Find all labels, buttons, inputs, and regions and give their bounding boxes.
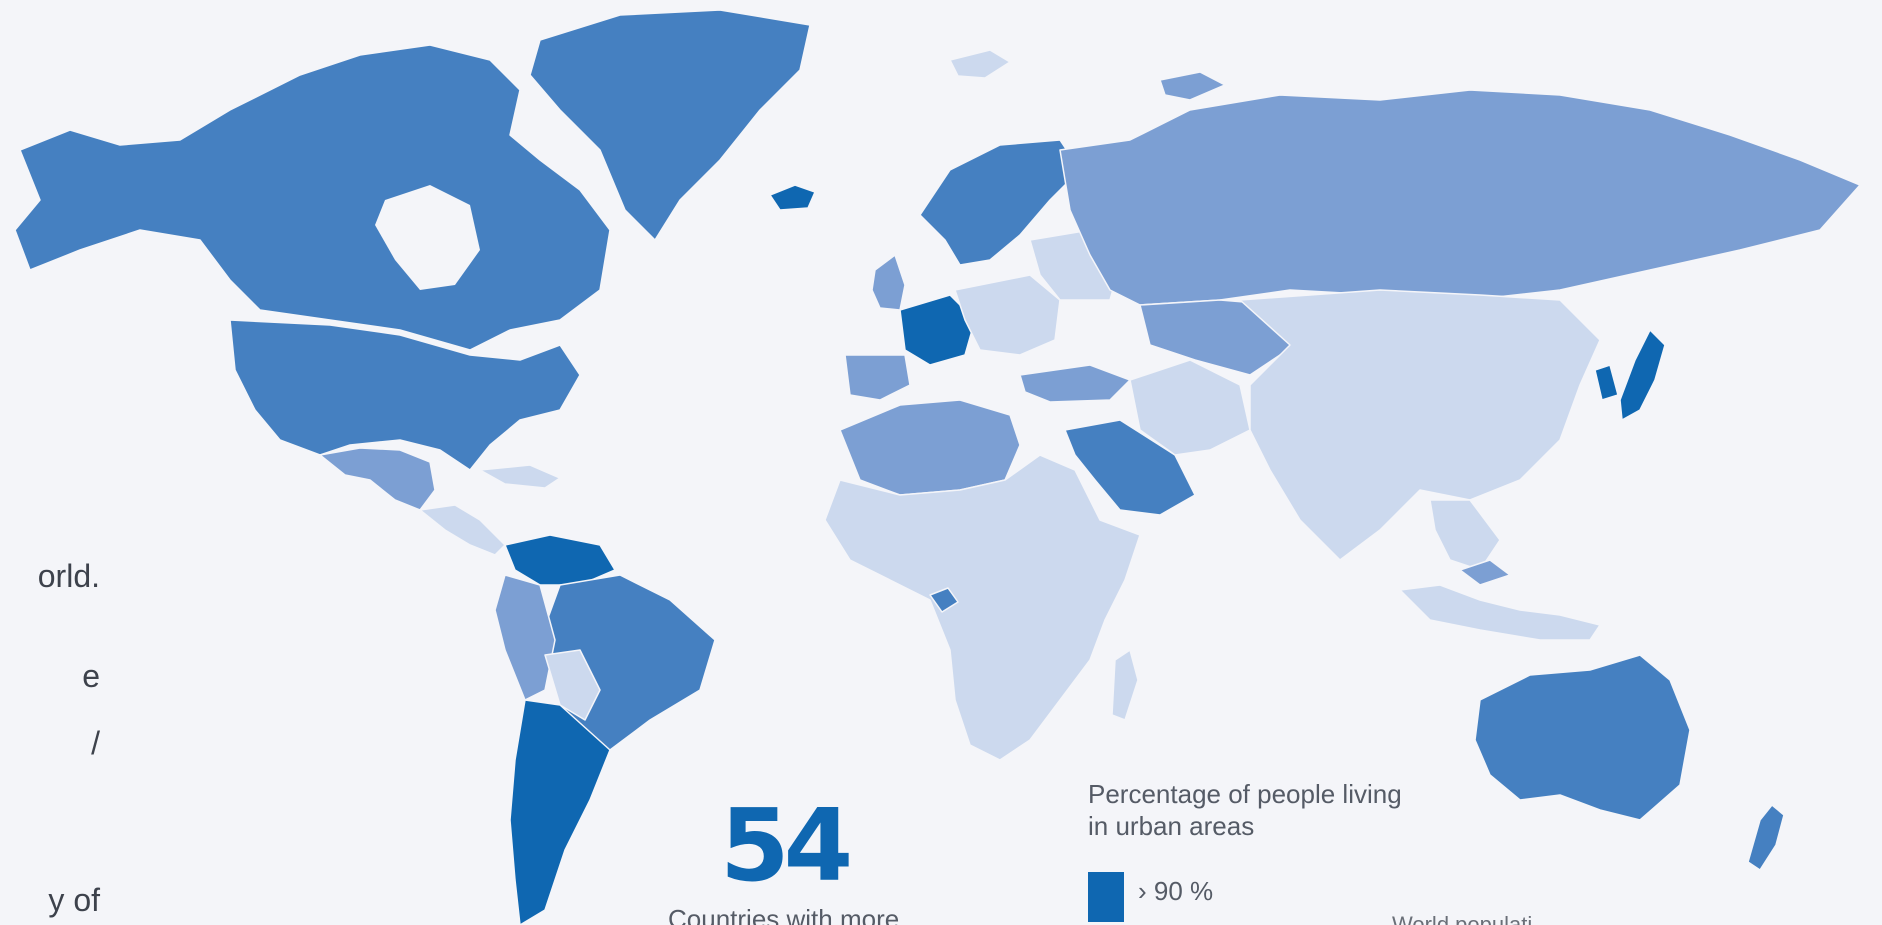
legend-title-line-2: in urban areas [1088,811,1255,841]
region-korea [1594,364,1619,401]
legend-swatch-gt90 [1088,872,1124,922]
region-bolivia [544,649,601,721]
region-venezuela-colombia [504,534,616,586]
region-australia [1474,654,1691,821]
legend-label-gt90: › 90 % [1138,876,1214,906]
region-caribbean [479,464,561,489]
region-gabon [929,587,959,613]
legend-title-line-1: Percentage of people living [1088,779,1402,809]
region-russia [1059,89,1861,306]
region-central-america [419,504,506,556]
region-canada-alaska [14,44,611,351]
region-western-europe [899,294,976,366]
intro-text-line-4: y of [48,882,100,918]
region-malaysia [1459,559,1511,586]
region-sub-saharan-africa [824,454,1141,761]
stat-caption: Countries with more [668,904,900,925]
region-china-south-asia [1239,289,1601,561]
region-arabia [1064,419,1196,516]
intro-text-line-3: / [91,725,100,761]
intro-text-line-2: e [82,658,100,694]
intro-text-line-1: orld. [37,558,100,594]
region-turkey [1019,364,1131,403]
region-iberia [844,354,911,401]
region-svalbard [949,49,1011,79]
region-kazakhstan [1139,299,1296,376]
region-usa [229,319,581,471]
region-madagascar [1111,649,1139,721]
region-japan [1619,329,1666,421]
region-iran-central-asia [1129,359,1251,456]
region-iceland [769,184,816,211]
region-greenland [529,9,811,241]
region-uk [871,254,906,311]
hudson-bay [375,185,480,290]
region-arctic-islands [1159,71,1226,101]
region-scandinavia [919,139,1081,266]
legend-title: Percentage of people living in urban are… [1088,778,1488,842]
region-argentina-chile [509,699,611,925]
region-mexico [319,447,436,511]
footer-text-fragment: World populati [1392,912,1533,925]
region-andes [494,574,556,701]
region-new-zealand [1747,804,1785,871]
region-north-africa [839,399,1021,496]
region-indonesia [1399,584,1601,641]
region-central-europe [954,274,1061,356]
stat-number: 54 [720,787,853,904]
